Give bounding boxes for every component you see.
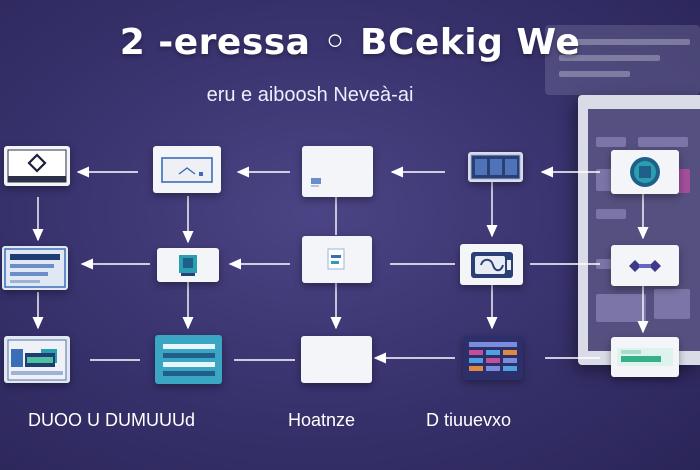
document-icon [310,177,321,187]
node-6 [2,246,68,290]
chip-icon [470,251,513,278]
background-panel [545,25,700,95]
node-7 [157,248,219,282]
node-5 [611,150,679,194]
target-icon [630,157,660,187]
node-14 [463,336,523,380]
node-11 [4,336,70,383]
node-13 [301,336,372,383]
node-15 [611,337,679,377]
list-panel-icon [4,248,66,288]
node-1 [4,146,70,186]
server-rack-icon [158,338,219,381]
diagram-title: 2 -eressa ◦ BCekig We [119,22,581,63]
caption-left: DUOO U DUMUUUd [28,410,196,430]
caption-right: D tiuuevxo [426,410,512,430]
blank-card-icon [327,350,347,370]
cube-icon [179,255,197,276]
node-10 [611,245,679,286]
node-8 [302,236,372,283]
node-9 [460,244,523,285]
diamond-icon [7,149,67,183]
gem-icon [629,259,661,272]
node-12 [155,335,222,384]
window-chart-icon [161,156,213,183]
node-4 [468,152,523,182]
node-2 [153,146,221,193]
film-strip-icon [470,154,521,180]
dashboard-icon [7,339,67,380]
small-doc-icon [327,248,345,269]
grid-table-icon [466,339,520,377]
caption-middle: Hoatnze [288,410,356,430]
banner-icon [617,348,673,366]
node-3 [302,146,373,197]
diagram-subtitle: eru e aiboosh Neveà-ai [206,84,414,106]
